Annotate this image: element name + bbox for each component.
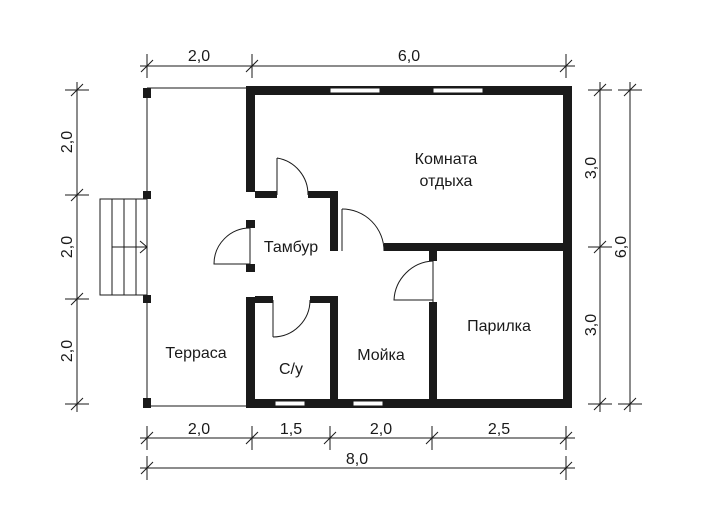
dim-left-3: 2,0 — [59, 340, 76, 362]
room-label-bathroom: С/у — [279, 361, 303, 378]
dim-bottom-3: 2,0 — [370, 421, 392, 438]
dim-bottom-4: 2,5 — [488, 421, 510, 438]
dim-bottom-1: 2,0 — [188, 421, 210, 438]
dim-right-inner-2: 3,0 — [583, 314, 600, 336]
room-label-rest-room-line2: отдыха — [420, 173, 473, 190]
entrance-steps — [99, 198, 148, 296]
dim-bottom-2: 1,5 — [280, 421, 302, 438]
doors — [213, 157, 434, 338]
dim-top-2: 6,0 — [398, 48, 420, 65]
room-label-washroom: Мойка — [357, 347, 405, 364]
room-label-steam-room: Парилка — [467, 318, 531, 335]
dim-left-1: 2,0 — [59, 131, 76, 153]
dim-right-inner-1: 3,0 — [583, 157, 600, 179]
dimension-lines — [65, 54, 642, 480]
walls — [246, 86, 572, 408]
dim-right-total: 6,0 — [613, 236, 630, 258]
room-label-terrace: Терраса — [165, 345, 226, 362]
dim-total-width: 8,0 — [346, 451, 368, 468]
room-label-vestibule: Тамбур — [264, 239, 318, 256]
room-label-rest-room-line1: Комната — [415, 151, 478, 168]
dim-top-1: 2,0 — [188, 48, 210, 65]
windows — [274, 87, 484, 407]
dim-left-2: 2,0 — [59, 236, 76, 258]
